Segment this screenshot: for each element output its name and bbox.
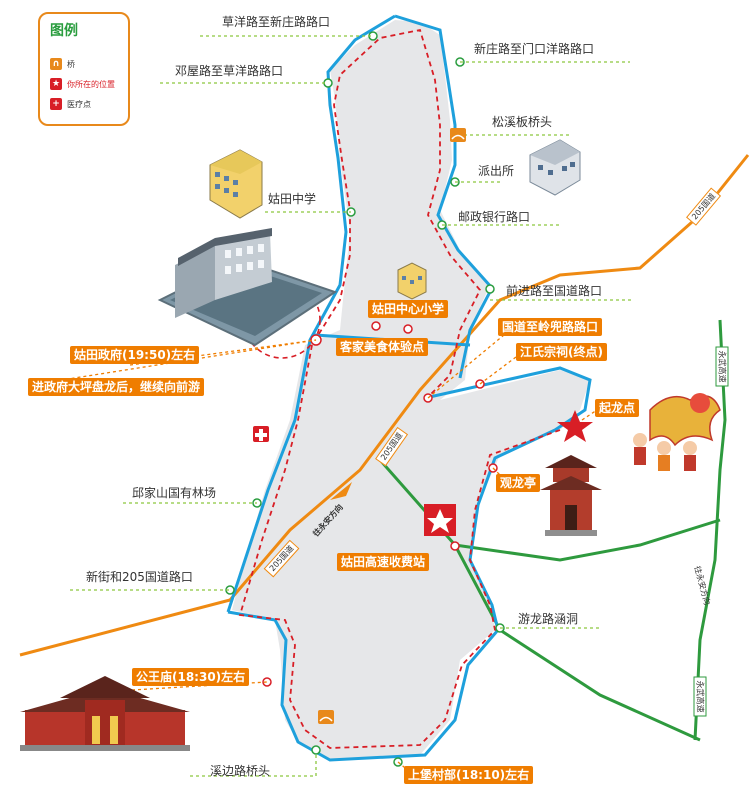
place-qiujiashan-forest: 邱家山国有林场 [132,486,217,500]
government-building-icon [157,228,338,347]
direction-arrow [330,482,352,500]
tag-gutian-gov: 姑田政府(19:50)左右 [70,346,200,364]
gongwang-temple-icon [20,676,190,751]
tag-gutian-primary: 姑田中心小学 [368,300,449,318]
tag-hakka-food: 客家美食体验点 [336,338,429,356]
guanlong-pavilion-icon [540,455,602,536]
you-are-here-star-icon [427,509,453,533]
legend-title: 图例 [50,23,78,39]
leader-lines [70,35,632,777]
bridge-icon-south [318,710,334,724]
legend-row-location: ★ 你所在的位置 [50,78,115,90]
medical-cross-mark [255,429,267,441]
dragon-dance-icon [633,393,721,471]
place-qianjin-guodao: 前进路至国道路口 [506,284,603,298]
road-label-yongwu-b: 永武高速 [693,676,707,717]
place-xinjie-205: 新街和205国道路口 [86,570,193,584]
tag-gongwang-temple: 公王庙(18:30)左右 [132,668,250,686]
blue-road-north-loop [394,14,494,379]
place-songxi-bridge: 松溪板桥头 [492,115,553,129]
place-dengwu-caoyang: 邓屋路至草洋路路口 [175,64,284,78]
tag-gov-note: 进政府大坪盘龙后，继续向前游 [28,378,205,396]
medical-cross-icon: + [50,98,62,110]
place-police: 派出所 [478,164,515,178]
tag-toll-station: 姑田高速收费站 [337,553,430,571]
tag-guanlong: 观龙亭 [496,474,541,492]
qilong-star-icon [557,410,593,442]
police-station-icon [529,139,581,196]
star-icon: ★ [50,78,62,90]
town-area [232,20,590,760]
road-label-yongwu-a: 永武高速 [715,346,729,387]
place-xinzhuang-menkouyang: 新庄路至门口洋路路口 [474,42,595,56]
place-youlong-culvert: 游龙路涵洞 [518,612,579,626]
place-post-bank: 邮政银行路口 [458,210,531,224]
bridge-icon: ∩ [50,58,62,70]
legend-label-medical: 医疗点 [67,99,91,109]
school-building-icon [209,149,263,219]
parade-route [238,28,561,749]
blue-road-west [226,14,396,613]
map-legend: 图例 ∩ 桥 ★ 你所在的位置 + 医疗点 [38,12,130,126]
highway-link-a [454,518,721,562]
legend-row-bridge: ∩ 桥 [50,58,75,70]
tag-shangbao-village: 上堡村部(18:10)左右 [404,766,534,784]
legend-label-bridge: 桥 [67,59,75,69]
tag-guodao-linggou: 国道至岭兜路路口 [498,318,603,336]
legend-label-location: 你所在的位置 [67,79,115,89]
tag-jiang-ancestral: 江氏宗祠(终点) [516,343,607,361]
tag-qilong: 起龙点 [595,399,640,417]
route-node-markers [225,31,505,767]
yongwu-highway-east [693,319,727,741]
bridge-icon-songxi [450,128,466,142]
place-caoyang-xinzhuang: 草洋路至新庄路路口 [222,15,331,29]
place-xibian-bridge: 溪边路桥头 [210,764,271,778]
primary-school-icon [397,262,427,300]
place-gutian-middle-school: 姑田中学 [268,192,317,206]
legend-row-medical: + 医疗点 [50,98,91,110]
